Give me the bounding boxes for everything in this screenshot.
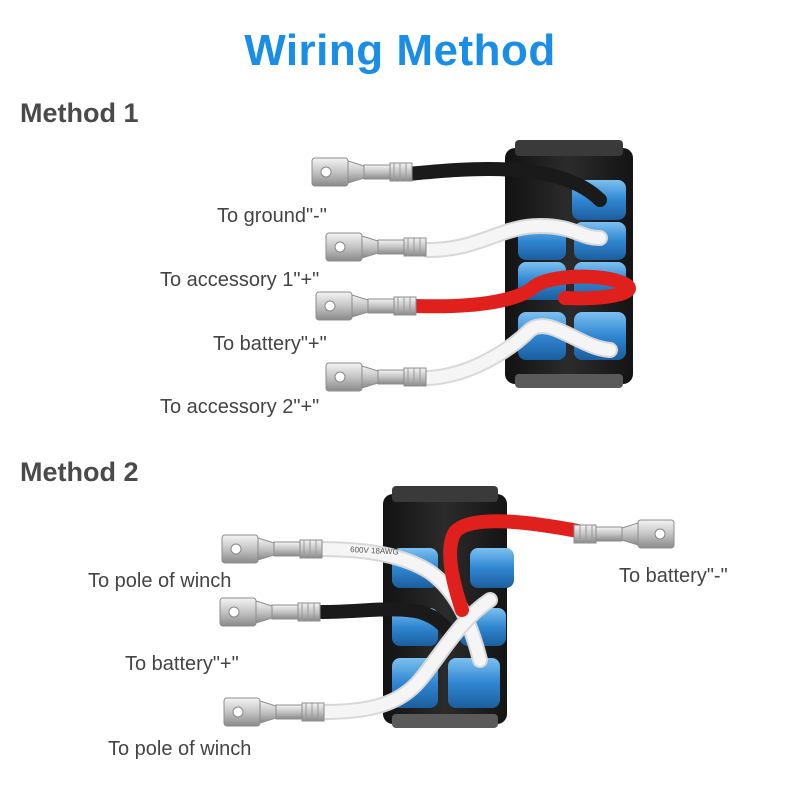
method-2-label-winch-pole-1: To pole of winch [88, 570, 232, 592]
method-2-label-winch-pole-2: To pole of winch [108, 738, 252, 760]
method-1-terminal-1-icon [311, 157, 413, 187]
method-2-label-battery-negative: To battery"-" [619, 565, 728, 587]
method-1-terminal-4-icon [325, 362, 427, 392]
method-2-heading: Method 2 [20, 457, 139, 487]
method-1-terminal-3-icon [315, 291, 417, 321]
method-2-wires [310, 514, 585, 720]
method-2-terminal-2-icon [219, 597, 321, 627]
method-1-label-ground: To ground"-" [217, 205, 327, 227]
method-2-label-battery-positive: To battery"+" [125, 653, 239, 675]
method-1-label-battery-positive: To battery"+" [213, 333, 327, 355]
method-2-terminal-1-icon [221, 534, 323, 564]
method-1-label-accessory-1: To accessory 1"+" [160, 269, 320, 291]
method-1-wires [401, 162, 636, 386]
method-1-terminal-2-icon [325, 232, 427, 262]
wire-print-text: 600V 18AWG [350, 545, 399, 557]
method-2-terminal-3-icon [223, 697, 325, 727]
method-2-terminal-4-icon [573, 519, 675, 549]
page-title: Wiring Method [244, 26, 556, 75]
method-1-heading: Method 1 [20, 98, 139, 128]
method-1-label-accessory-2: To accessory 2"+" [160, 396, 320, 418]
